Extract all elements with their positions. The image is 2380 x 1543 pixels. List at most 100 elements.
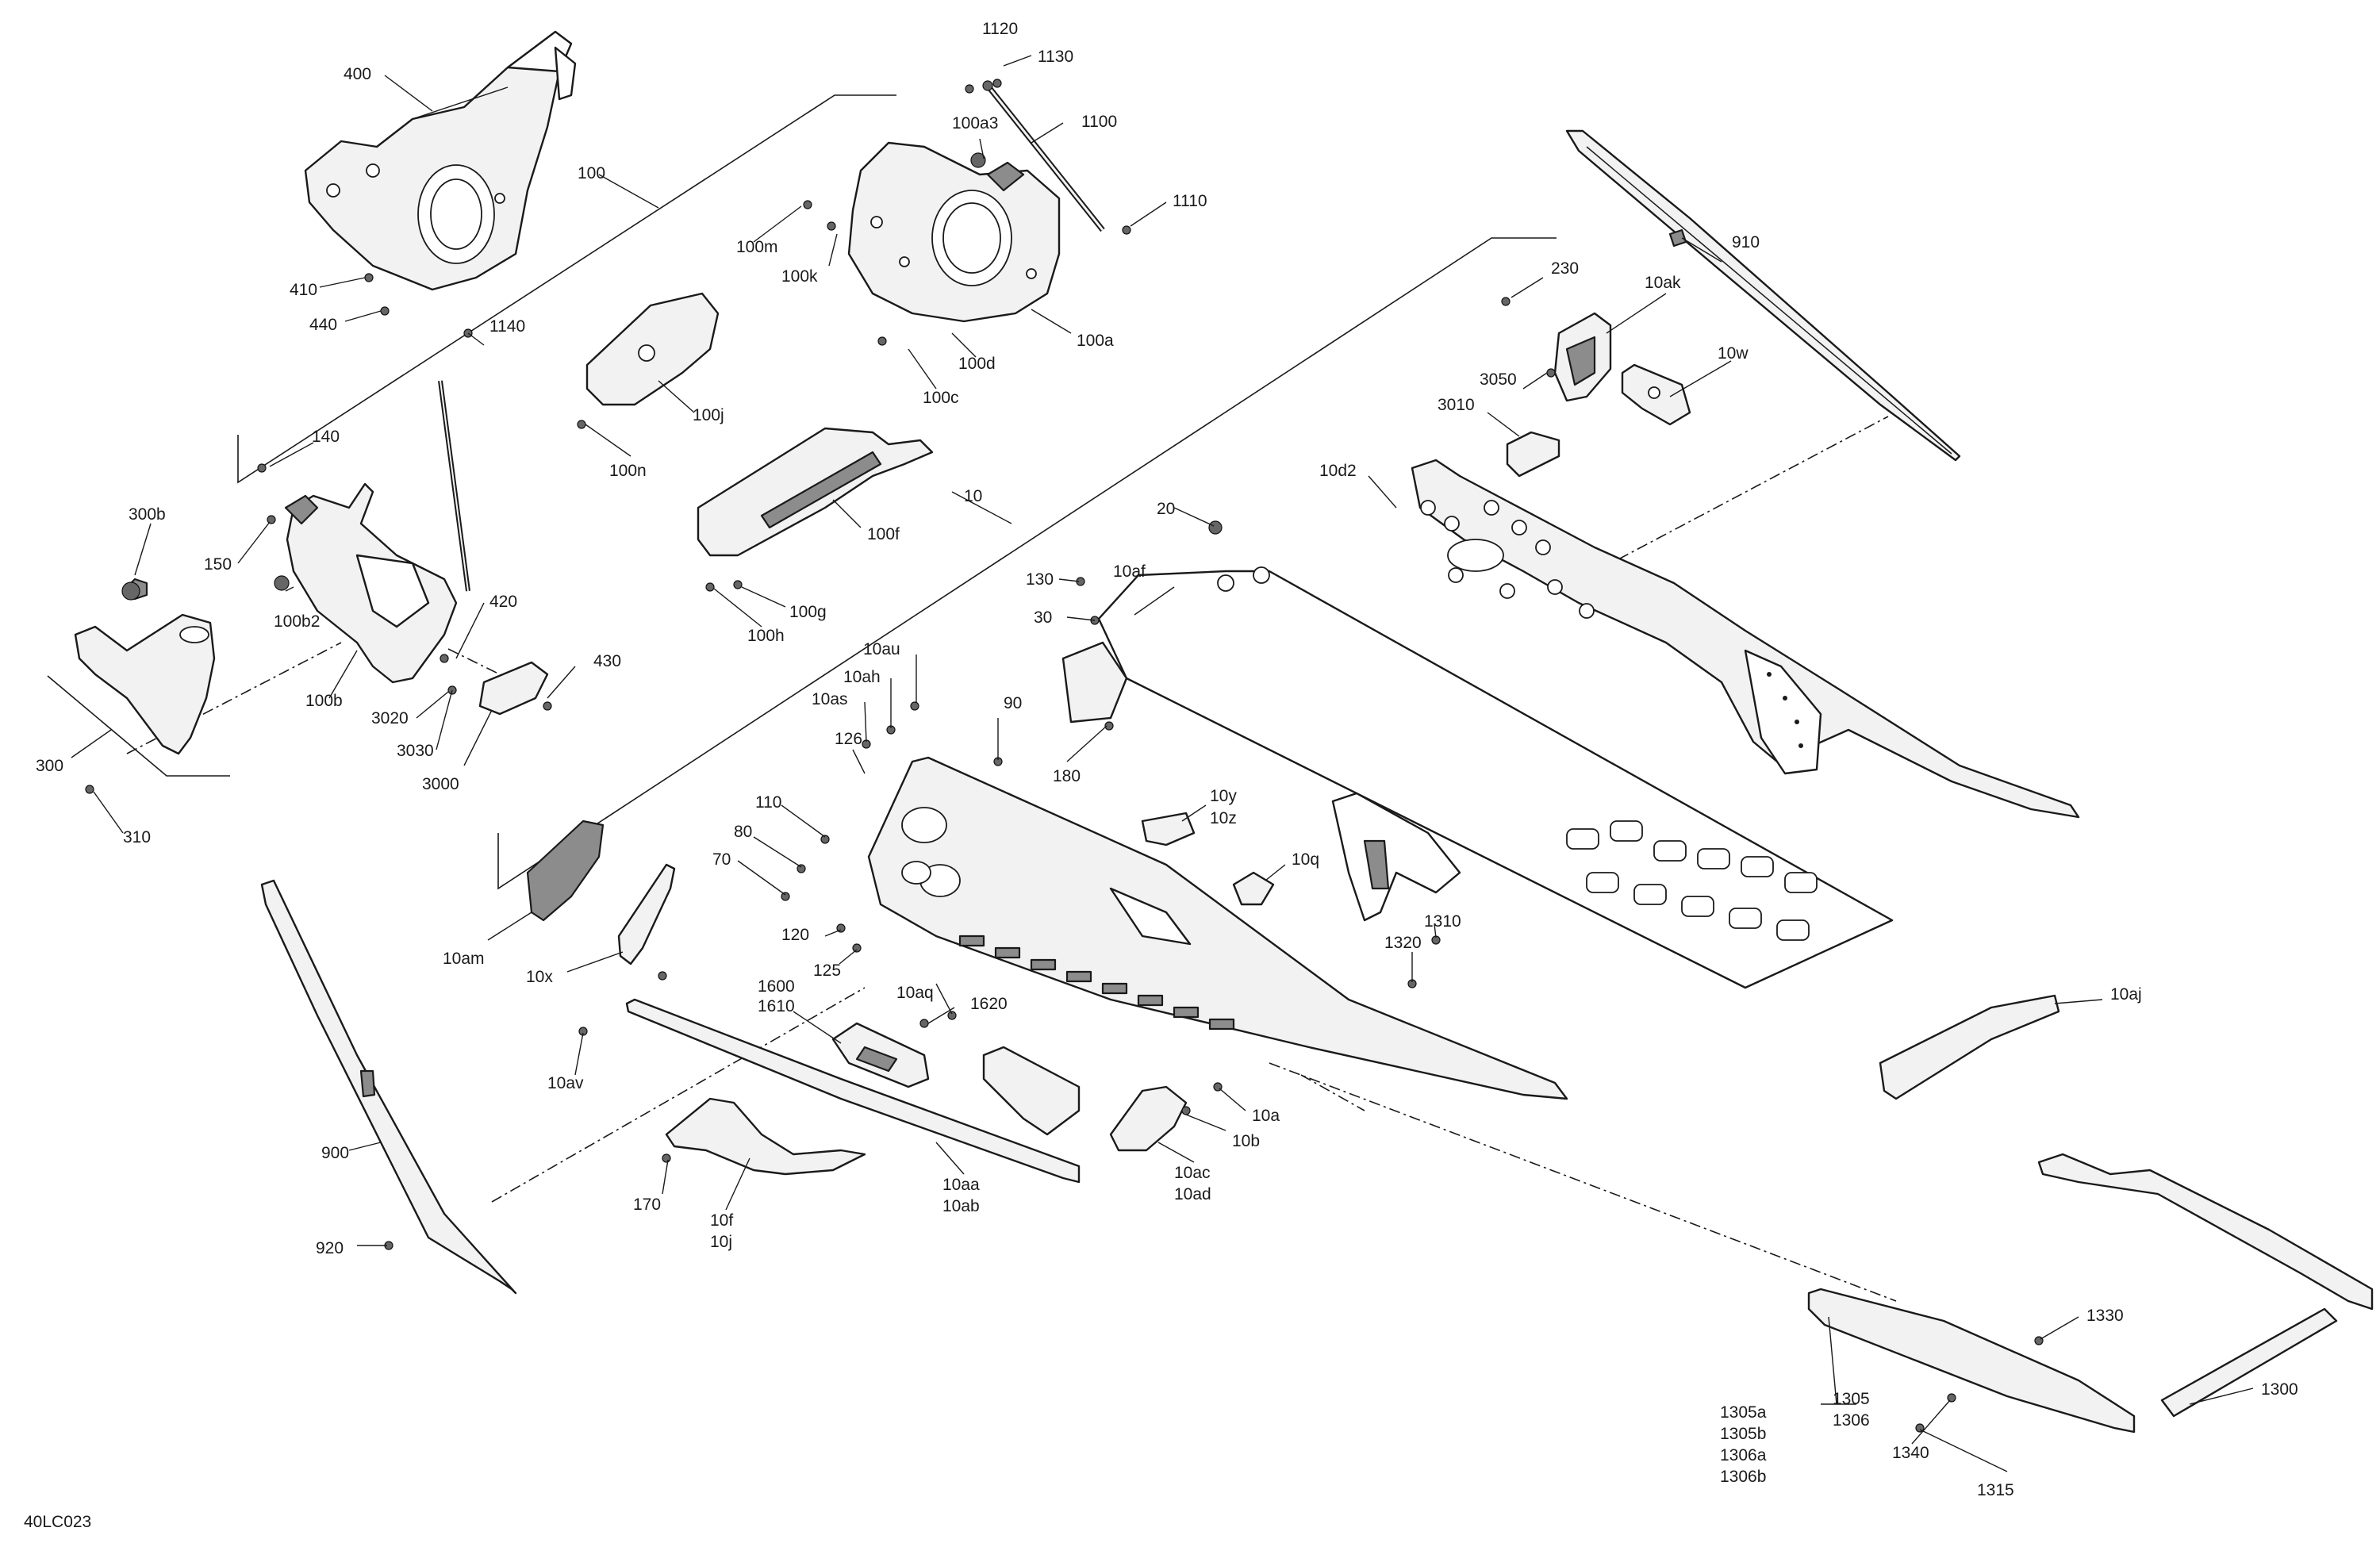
callout-1315: 1315 <box>1977 1481 2014 1499</box>
callout-10b: 10b <box>1232 1132 1260 1150</box>
callout-3000: 3000 <box>422 775 459 793</box>
callout-90: 90 <box>1004 694 1022 712</box>
callout-1100: 1100 <box>1081 113 1117 131</box>
callout-1305: 1305 <box>1833 1390 1870 1408</box>
callout-110: 110 <box>755 793 781 812</box>
part-3000-bracket <box>478 661 549 716</box>
callout-430: 430 <box>593 652 621 670</box>
callout-410: 410 <box>290 281 317 299</box>
callout-100a3: 100a3 <box>952 114 998 132</box>
callout-10au: 10au <box>863 640 900 658</box>
part-1600-bracket <box>831 1022 930 1088</box>
callout-100j: 100j <box>693 406 724 424</box>
callout-1620: 1620 <box>970 995 1008 1013</box>
callout-10aj: 10aj <box>2110 985 2142 1004</box>
callout-1305a: 1305a <box>1720 1403 1767 1422</box>
callout-10ac: 10ac <box>1174 1164 1211 1182</box>
callout-100d: 100d <box>958 355 996 373</box>
callout-910: 910 <box>1732 233 1760 251</box>
part-100b-frame <box>284 482 458 684</box>
callout-130: 130 <box>1026 570 1054 589</box>
callout-10w: 10w <box>1718 344 1749 363</box>
callout-440: 440 <box>309 316 337 334</box>
part-100f-bracket <box>697 427 934 557</box>
part-10q-small-bracket <box>1232 871 1275 906</box>
callout-1305b: 1305b <box>1720 1425 1766 1443</box>
part-steering-column <box>438 380 470 592</box>
callout-170: 170 <box>633 1196 661 1214</box>
callout-100b2: 100b2 <box>274 612 320 631</box>
callout-10av: 10av <box>547 1074 584 1092</box>
callout-100b: 100b <box>305 692 343 710</box>
callout-900: 900 <box>321 1144 349 1162</box>
callout-3010: 3010 <box>1438 396 1475 414</box>
callout-420: 420 <box>489 593 517 611</box>
callout-1610: 1610 <box>758 997 795 1015</box>
callout-10ak: 10ak <box>1645 274 1681 292</box>
callout-10am: 10am <box>443 950 485 968</box>
callout-10x: 10x <box>526 968 553 986</box>
callout-1306b: 1306b <box>1720 1468 1766 1486</box>
callout-100f: 100f <box>867 525 900 543</box>
callout-100a: 100a <box>1077 332 1114 350</box>
callout-1130: 1130 <box>1038 48 1073 66</box>
callout-300: 300 <box>36 757 63 775</box>
tunnel-side-slots <box>958 935 1235 1031</box>
callout-10q: 10q <box>1292 850 1319 869</box>
callout-3020: 3020 <box>371 709 409 727</box>
part-100j-cover <box>585 292 720 406</box>
callout-310: 310 <box>123 828 151 846</box>
callout-400: 400 <box>344 65 371 83</box>
part-10ac-bracket <box>1109 1085 1188 1152</box>
part-10d2-side-panel <box>1411 459 2080 819</box>
part-3010-clip <box>1506 431 1560 478</box>
part-10aq-bracket <box>982 1046 1081 1136</box>
part-10-tunnel-side <box>867 756 1568 1100</box>
group-300-bracket <box>47 675 230 777</box>
fasteners <box>85 79 2044 1433</box>
part-910-rail <box>1565 129 1961 462</box>
callout-10aq: 10aq <box>896 984 934 1002</box>
part-10am-grille <box>526 819 605 922</box>
part-10aj-rail <box>1879 994 2060 1100</box>
callout-10ab: 10ab <box>942 1197 980 1215</box>
assembly-brackets <box>47 94 1557 890</box>
callout-100: 100 <box>578 164 605 182</box>
callout-30: 30 <box>1034 608 1052 627</box>
callout-10as: 10as <box>812 690 848 708</box>
callout-1330: 1330 <box>2086 1307 2124 1325</box>
part-10y-bracket <box>1141 812 1196 846</box>
callout-20: 20 <box>1157 500 1175 518</box>
callout-100k: 100k <box>781 267 818 286</box>
callout-126: 126 <box>835 730 862 748</box>
callout-3050: 3050 <box>1480 370 1517 389</box>
part-10q-flap <box>1331 792 1461 922</box>
part-400-front-frame <box>304 30 577 291</box>
part-1305-rail <box>1807 1288 2136 1434</box>
part-1100-rod <box>982 80 1105 232</box>
callout-230: 230 <box>1551 259 1579 278</box>
callout-150: 150 <box>204 555 232 574</box>
callout-300b: 300b <box>129 505 166 524</box>
callout-1340: 1340 <box>1892 1444 1929 1462</box>
callout-180: 180 <box>1053 767 1081 785</box>
callout-1310: 1310 <box>1424 912 1461 931</box>
part-10af-tunnel-plate <box>1061 566 1894 989</box>
callout-10d2: 10d2 <box>1319 462 1357 480</box>
callout-1140: 1140 <box>489 317 525 336</box>
diagram-code: 40LC023 <box>24 1513 91 1531</box>
callout-1306: 1306 <box>1833 1411 1870 1430</box>
callout-120: 120 <box>781 926 809 944</box>
callout-100n: 100n <box>609 462 647 480</box>
part-100a-frame <box>847 141 1061 323</box>
callout-10j: 10j <box>710 1233 732 1251</box>
part-10w-bracket <box>1621 363 1691 426</box>
callout-100c: 100c <box>923 389 959 407</box>
callout-10f: 10f <box>710 1211 733 1230</box>
callout-140: 140 <box>312 428 340 446</box>
callout-1600: 1600 <box>758 977 795 996</box>
callout-100g: 100g <box>789 603 827 621</box>
part-rear-rail <box>2037 1153 2374 1311</box>
vent-slots <box>1566 820 1818 941</box>
